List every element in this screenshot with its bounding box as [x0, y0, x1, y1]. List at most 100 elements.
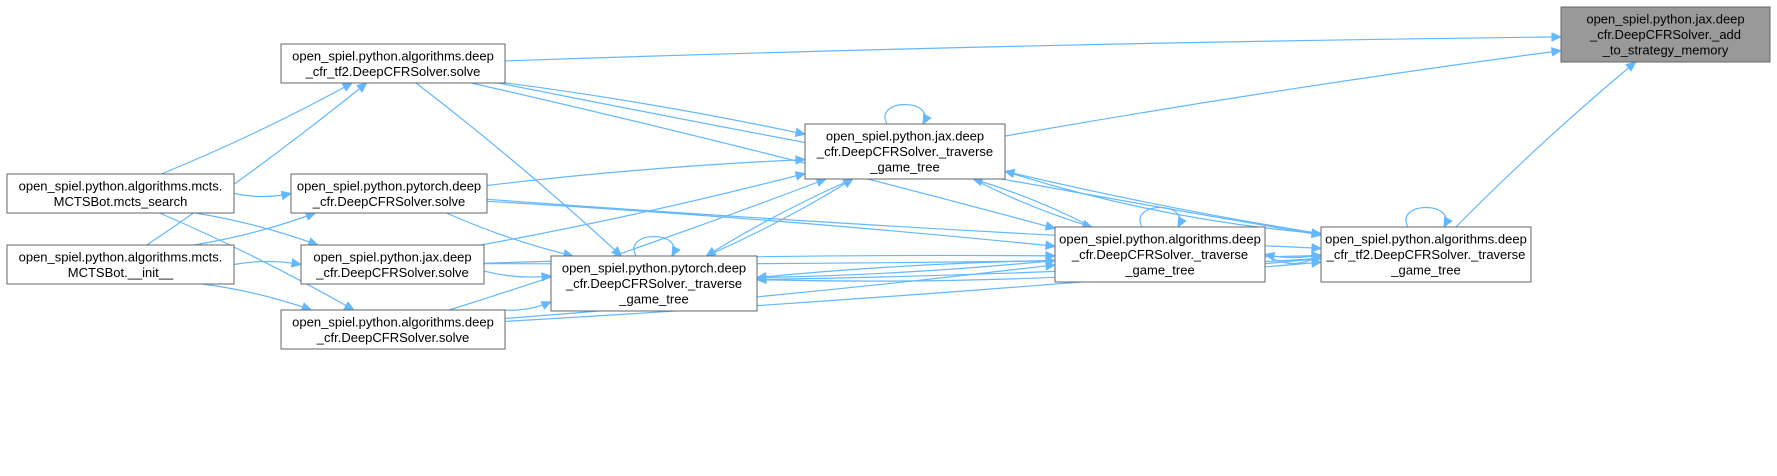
edge-tf2_solve-to-jax_add [504, 32, 1563, 62]
edge-line [195, 212, 319, 246]
edge-line [486, 159, 806, 187]
node-pytorch_traverse[interactable]: open_spiel.python.pytorch.deep_cfr.DeepC… [550, 255, 758, 312]
node-mcts_init[interactable]: open_spiel.python.algorithms.mcts.MCTSBo… [6, 244, 235, 285]
node-box[interactable] [804, 123, 1006, 180]
edges-layer [146, 32, 1637, 322]
node-label-line: open_spiel.python.algorithms.deep [1059, 232, 1261, 247]
edge-jax_traverse-to-tf2_traverse [1004, 170, 1323, 238]
edge-jax_solve-to-jax_traverse [480, 171, 807, 246]
node-label-line: _cfr.DeepCFRSolver._traverse [1071, 247, 1248, 262]
node-label-line: _cfr.DeepCFRSolver._traverse [816, 144, 993, 159]
edge-arrowhead [290, 258, 303, 268]
edge-pytorch_traverse-to-jax_traverse [706, 178, 854, 257]
node-box[interactable] [1054, 226, 1266, 283]
node-label-line: open_spiel.python.jax.deep [826, 129, 984, 144]
node-box[interactable] [1560, 6, 1771, 63]
edge-line [756, 259, 1056, 279]
node-box[interactable] [550, 255, 758, 312]
node-box[interactable] [300, 244, 485, 285]
edge-line [1139, 206, 1181, 228]
node-alg_traverse[interactable]: open_spiel.python.algorithms.deep_cfr.De… [1054, 226, 1266, 283]
node-label-line: _to_strategy_memory [1602, 43, 1729, 58]
node-mcts_search[interactable]: open_spiel.python.algorithms.mcts.MCTSBo… [6, 173, 235, 214]
edge-alg_traverse-to-alg_traverse [1139, 206, 1187, 229]
edge-line [486, 200, 1056, 247]
edge-arrowhead [356, 82, 368, 93]
node-pytorch_solve[interactable]: open_spiel.python.pytorch.deep_cfr.DeepC… [290, 173, 488, 214]
edge-line [448, 178, 827, 311]
edge-line [884, 103, 926, 125]
node-box[interactable] [1320, 226, 1532, 283]
edge-arrowhead [922, 113, 932, 126]
edge-jax_traverse-to-jax_traverse [884, 103, 932, 126]
node-label-line: open_spiel.python.jax.deep [1586, 12, 1744, 27]
edge-arrowhead [795, 155, 807, 165]
edge-mcts_init-to-tf2_solve [146, 82, 368, 246]
node-label-line: open_spiel.python.algorithms.deep [292, 48, 494, 63]
edge-tf2_solve-to-jax_traverse [504, 82, 807, 138]
edge-line [972, 178, 1093, 228]
node-label-line: _cfr.DeepCFRSolver._traverse [565, 276, 742, 291]
node-label-line: _game_tree [869, 160, 939, 175]
edge-line [415, 82, 622, 257]
edge-arrowhead [280, 190, 293, 201]
node-label-line: _cfr.DeepCFRSolver.solve [316, 330, 469, 345]
node-box[interactable] [6, 244, 235, 285]
edge-arrowhead [1045, 240, 1057, 251]
edge-jax_solve-to-pytorch_traverse [483, 270, 553, 282]
edge-tf2_solve-to-pytorch_traverse [415, 82, 623, 257]
node-tf2_solve[interactable]: open_spiel.python.algorithms.deep_cfr_tf… [280, 43, 506, 84]
edge-mcts_init-to-alg_solve [202, 283, 313, 312]
node-alg_solve[interactable]: open_spiel.python.algorithms.deep_cfr.De… [280, 309, 506, 350]
node-label-line: open_spiel.python.algorithms.deep [292, 314, 494, 329]
edge-tf2_solve-to-alg_traverse [471, 82, 1057, 231]
edge-jax_traverse-to-jax_add [1004, 47, 1563, 137]
edge-line [161, 82, 353, 175]
edge-arrowhead [671, 245, 681, 258]
edge-arrowhead [794, 171, 807, 181]
node-label-line: MCTSBot.mcts_search [54, 194, 188, 209]
node-label-line: open_spiel.python.algorithms.deep [1325, 232, 1527, 247]
edge-arrowhead [1625, 61, 1637, 72]
node-box[interactable] [290, 173, 488, 214]
node-label-line: open_spiel.python.jax.deep [313, 249, 471, 264]
edge-arrowhead [842, 178, 854, 189]
node-label-line: open_spiel.python.algorithms.mcts. [19, 249, 223, 264]
node-label-line: open_spiel.python.algorithms.mcts. [19, 178, 223, 193]
edge-arrowhead [341, 82, 354, 92]
edge-arrowhead [705, 246, 717, 257]
node-tf2_traverse[interactable]: open_spiel.python.algorithms.deep_cfr_tf… [1320, 226, 1532, 283]
edge-line [194, 212, 316, 246]
edge-line [706, 178, 854, 257]
edge-tf2_traverse-to-tf2_traverse [1405, 206, 1453, 229]
edge-jax_traverse-to-alg_traverse [972, 178, 1094, 229]
edge-line [504, 36, 1562, 62]
edge-arrowhead [540, 301, 553, 310]
node-box[interactable] [280, 43, 506, 84]
node-label-line: MCTSBot.__init__ [68, 265, 174, 280]
edge-pytorch_solve-to-jax_traverse [486, 155, 807, 187]
edge-arrowhead [1551, 32, 1563, 42]
edge-arrowhead [1044, 221, 1057, 231]
node-jax_traverse[interactable]: open_spiel.python.jax.deep_cfr.DeepCFRSo… [804, 123, 1006, 180]
edge-line [705, 178, 853, 257]
edge-pytorch_traverse-to-alg_traverse [756, 256, 1057, 279]
edge-arrowhead [1045, 256, 1057, 267]
edge-line [1004, 170, 1322, 235]
node-label-line: open_spiel.python.pytorch.deep [562, 261, 746, 276]
node-label-line: open_spiel.python.pytorch.deep [297, 178, 481, 193]
node-jax_add[interactable]: open_spiel.python.jax.deep_cfr.DeepCFRSo… [1560, 6, 1771, 63]
edge-pytorch_solve-to-alg_traverse [486, 200, 1057, 251]
edge-line [504, 82, 806, 135]
edge-line [146, 82, 367, 246]
edge-arrowhead [343, 301, 355, 311]
edge-line [483, 270, 552, 278]
node-label-line: _game_tree [618, 292, 688, 307]
node-jax_solve[interactable]: open_spiel.python.jax.deep_cfr.DeepCFRSo… [300, 244, 485, 285]
edge-line [480, 172, 806, 246]
edge-line [471, 82, 1056, 229]
node-box[interactable] [280, 309, 506, 350]
node-box[interactable] [6, 173, 235, 214]
node-label-line: _cfr.DeepCFRSolver.solve [312, 194, 465, 209]
edge-mcts_search-to-jax_solve [195, 212, 319, 247]
